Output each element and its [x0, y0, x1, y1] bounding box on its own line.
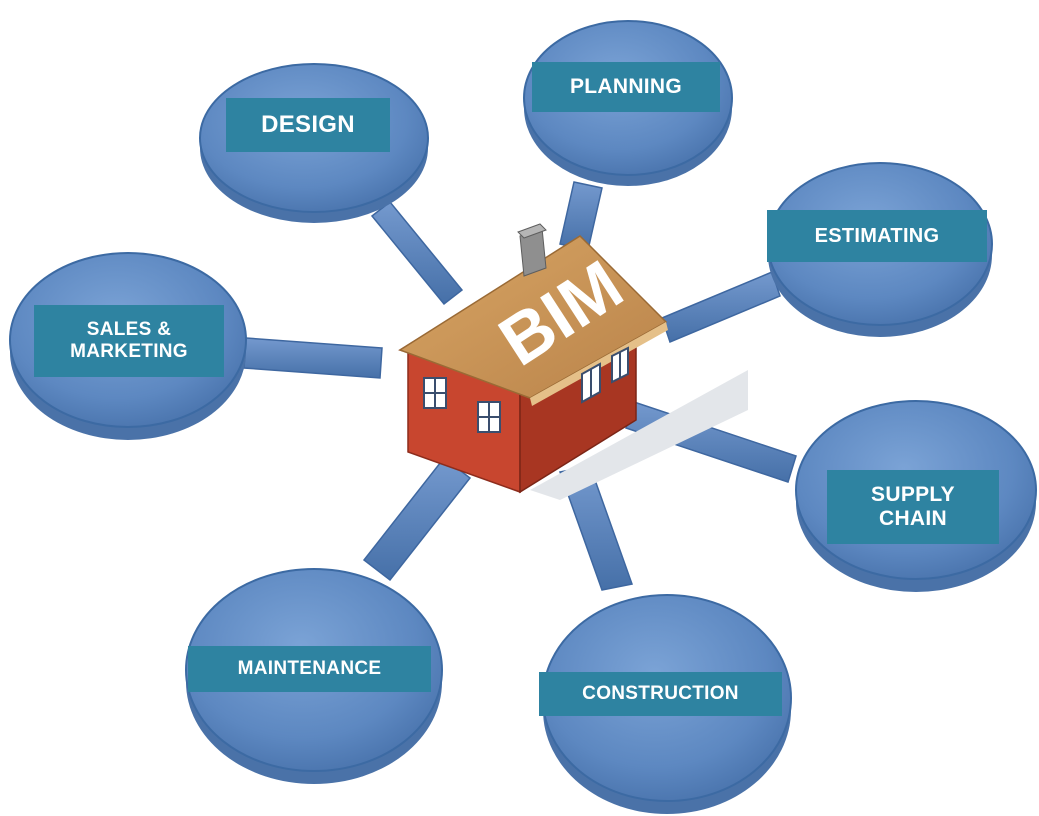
- node-supply-chain-label: SUPPLY CHAIN: [827, 470, 999, 544]
- connector-design: [370, 200, 464, 306]
- connector-estimating: [661, 270, 781, 344]
- bim-house: BIM: [398, 223, 748, 500]
- node-design-label: DESIGN: [226, 98, 390, 152]
- node-sales-marketing-label: SALES & MARKETING: [34, 305, 224, 377]
- node-planning-label: PLANNING: [532, 62, 720, 112]
- node-estimating-label: ESTIMATING: [767, 210, 987, 262]
- node-construction-label: CONSTRUCTION: [539, 672, 782, 716]
- connector-maintenance: [362, 456, 472, 582]
- chimney-top: [517, 223, 547, 239]
- connector-sales: [243, 337, 383, 379]
- window-mullions: [424, 352, 621, 432]
- node-maintenance-label: MAINTENANCE: [188, 646, 431, 692]
- house-shadow: [530, 370, 748, 500]
